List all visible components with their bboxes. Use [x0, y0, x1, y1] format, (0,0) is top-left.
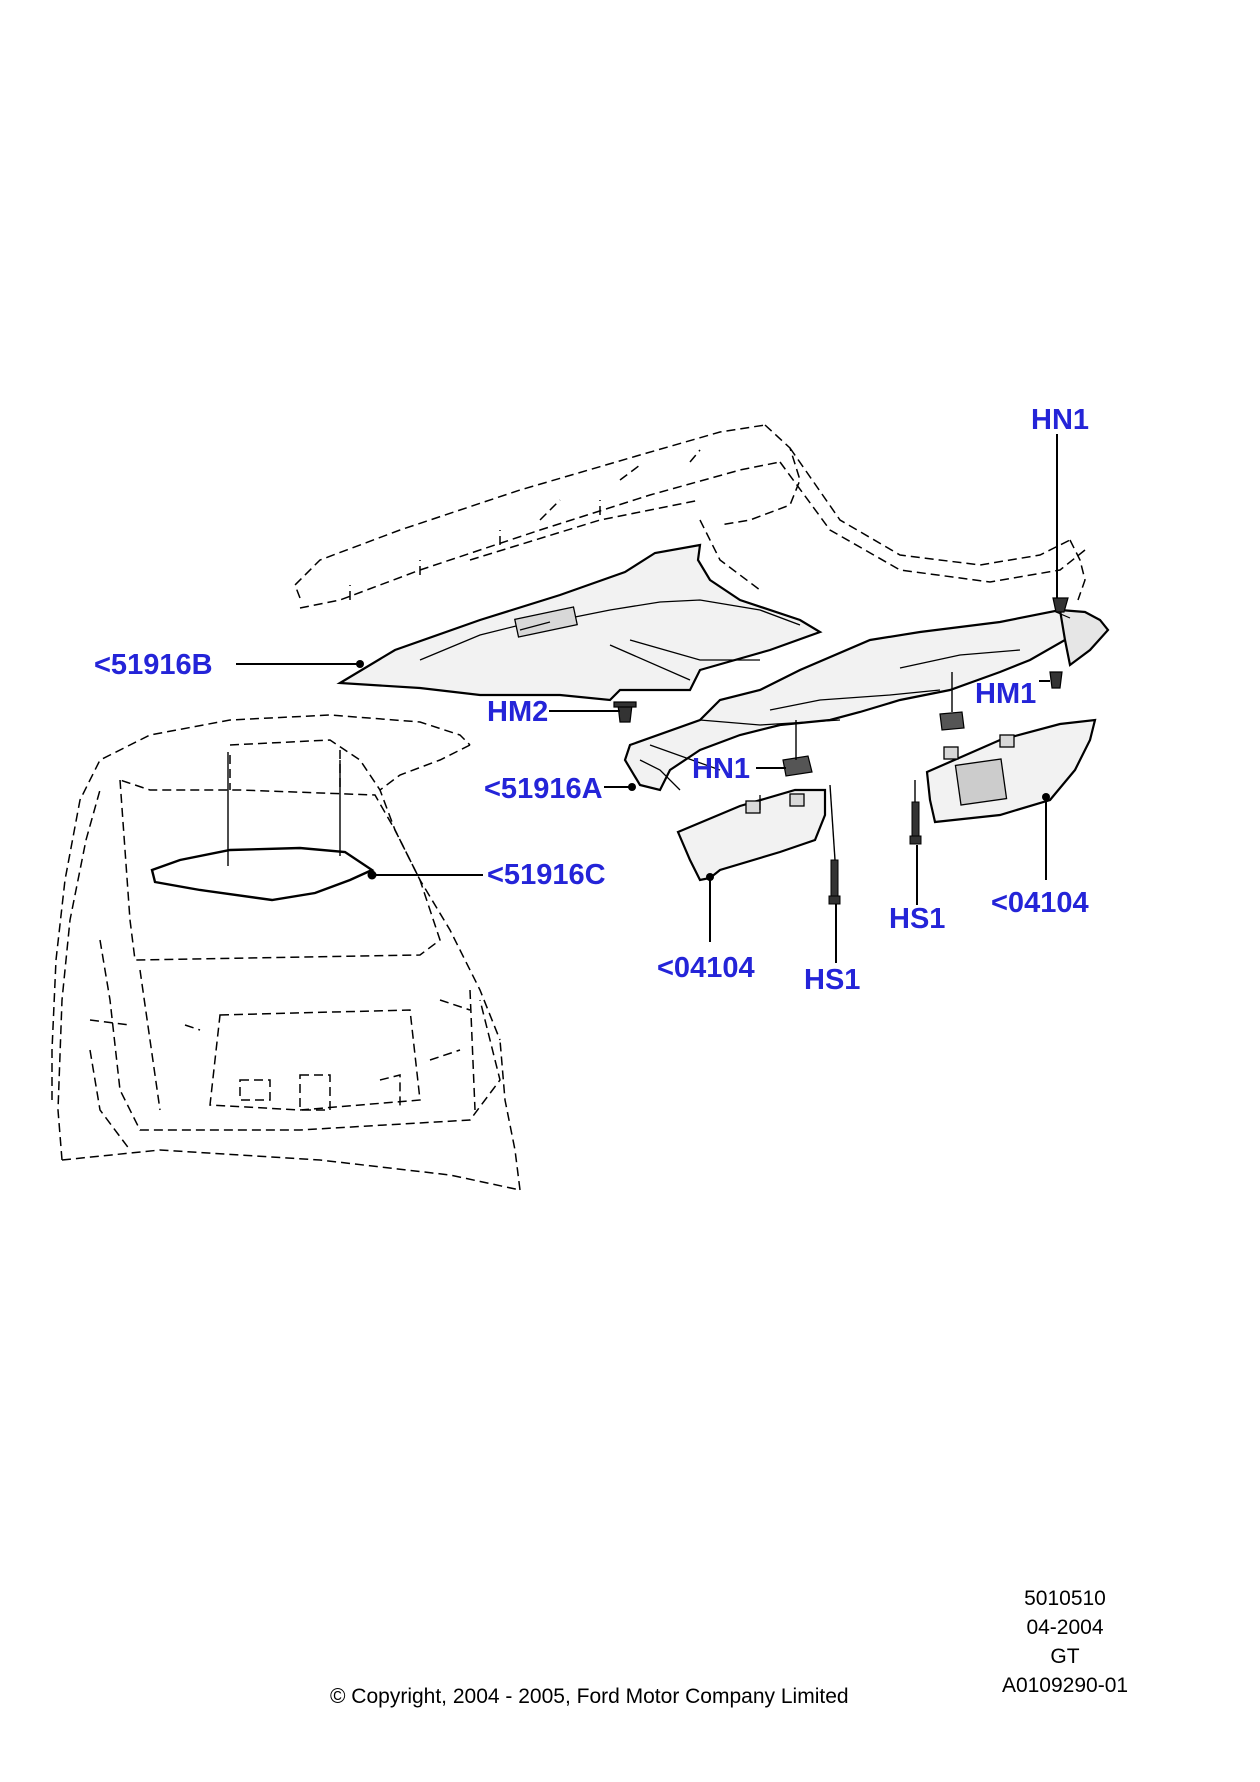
sun-visor-left[interactable]: [676, 788, 827, 882]
callout-51916b[interactable]: <51916B: [94, 649, 213, 681]
bracket-hn1-right[interactable]: [939, 711, 965, 731]
tailgate-frame: [51, 714, 521, 1191]
callout-hn1-top[interactable]: HN1: [1031, 404, 1090, 436]
headliner-rear-detail: [419, 599, 801, 681]
screw-hs1-right[interactable]: [909, 801, 922, 845]
clip-hm2[interactable]: [613, 701, 637, 723]
callout-04104-right[interactable]: <04104: [991, 887, 1089, 919]
revision-date: 04-2004: [1026, 1616, 1104, 1639]
roof-outline: [294, 424, 1086, 609]
clip-hm1[interactable]: [1049, 671, 1063, 689]
model-code: GT: [1050, 1645, 1080, 1668]
bracket-hn1-mid[interactable]: [782, 755, 813, 777]
callout-51916a[interactable]: <51916A: [484, 773, 603, 805]
sun-visor-left-details: [745, 793, 805, 814]
headliner-rear-51916b[interactable]: [336, 543, 823, 702]
reference-number: 5010510: [1024, 1587, 1106, 1610]
callout-hm2[interactable]: HM2: [487, 696, 549, 728]
copyright-notice: © Copyright, 2004 - 2005, Ford Motor Com…: [330, 1685, 849, 1708]
callout-hm1[interactable]: HM1: [975, 678, 1037, 710]
rear-window-panel-51916c[interactable]: [150, 846, 375, 902]
guide-lines: [227, 672, 953, 866]
leader-lines: [236, 434, 1058, 963]
clip-hn1-top[interactable]: [1052, 597, 1071, 619]
callout-51916c[interactable]: <51916C: [487, 859, 606, 891]
screw-hs1-left[interactable]: [828, 859, 841, 905]
headliner-front-detail: [639, 649, 1021, 791]
callout-04104-left[interactable]: <04104: [657, 952, 755, 984]
callout-hs1-right[interactable]: HS1: [889, 903, 946, 935]
leader-dots: [356, 660, 1050, 881]
callout-hn1-mid[interactable]: HN1: [692, 753, 751, 785]
illustration-id: A0109290-01: [1001, 1674, 1129, 1697]
callout-hs1-left[interactable]: HS1: [804, 964, 861, 996]
sun-visor-right-details: [943, 734, 1015, 806]
